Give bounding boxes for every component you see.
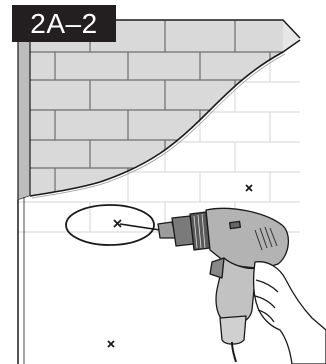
step-label: 2A–2 [12, 5, 116, 42]
